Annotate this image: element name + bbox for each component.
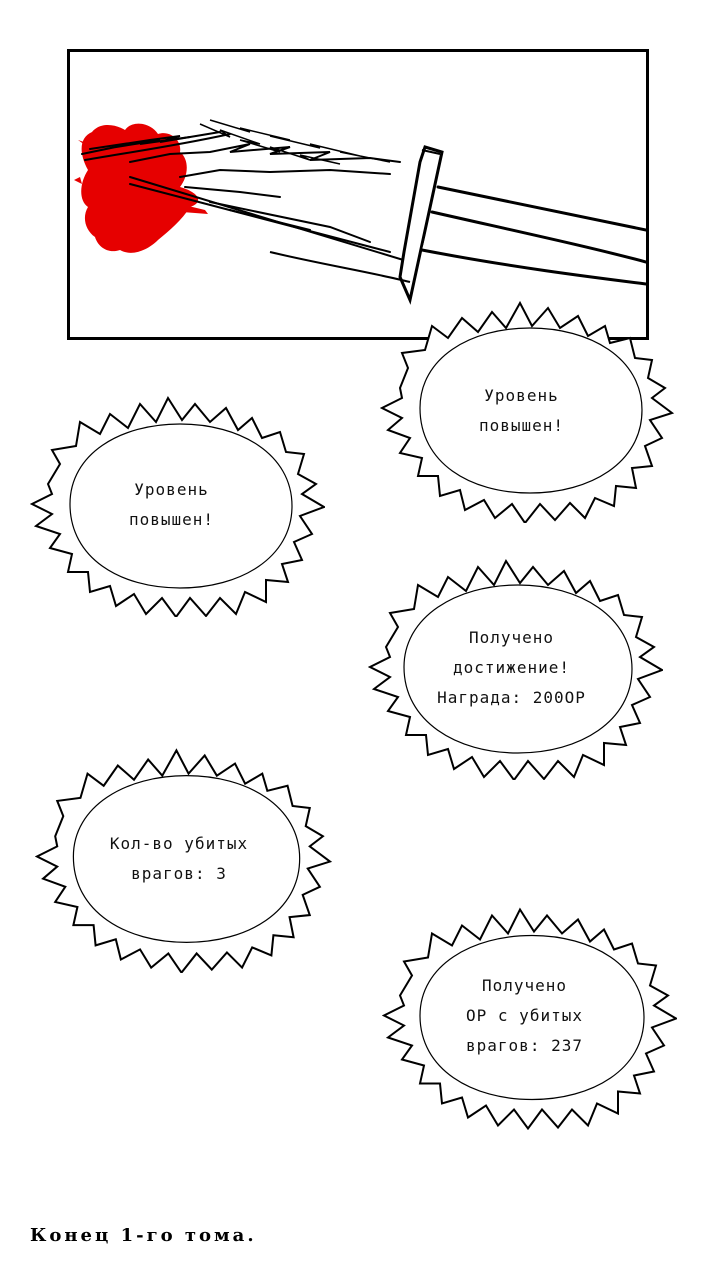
bubble-text: Получено ОР с убитых врагов: 237 <box>382 902 677 1130</box>
speech-bubble-level-up-1: Уровень повышен! <box>380 298 675 523</box>
bubble-text: Уровень повышен! <box>380 298 675 523</box>
bubble-text: Получено достижение! Награда: 200ОР <box>368 555 663 780</box>
sword-guard <box>398 145 444 305</box>
speech-bubble-level-up-2: Уровень повышен! <box>30 392 325 617</box>
bubble-line: Получено <box>481 976 568 995</box>
bubble-line: Кол-во убитых <box>109 834 249 853</box>
bubble-line: повышен! <box>128 509 215 529</box>
bubble-line: ОР с убитых <box>466 1006 583 1025</box>
spiky-bubble-outline <box>368 558 663 780</box>
bubble-line: достижение! <box>453 657 570 677</box>
bubble-line: Уровень <box>484 385 559 405</box>
bubble-text: Уровень повышен! <box>30 392 325 617</box>
bubble-line: врагов: 237 <box>466 1036 583 1055</box>
speech-bubble-op-reward: Получено ОР с убитых врагов: 237 <box>382 902 677 1130</box>
speech-bubble-kill-count: Кол-во убитых врагов: 3 <box>35 745 333 973</box>
bubble-line: Уровень <box>134 479 209 499</box>
volume-end-caption: Конец 1-го тома. <box>30 1225 257 1246</box>
bubble-line: повышен! <box>478 415 565 435</box>
bubble-line: Получено <box>468 627 555 647</box>
bubble-line: Награда: 200ОР <box>437 687 586 707</box>
bubble-line: врагов: 3 <box>131 864 227 883</box>
spiky-bubble-outline <box>382 907 677 1130</box>
sword-panel <box>67 49 649 340</box>
speech-bubble-achievement: Получено достижение! Награда: 200ОР <box>368 555 663 780</box>
spiky-bubble-outline <box>35 748 333 973</box>
spiky-bubble-outline <box>380 300 675 523</box>
sword-illustration <box>74 119 646 305</box>
spiky-bubble-outline <box>30 395 325 617</box>
bubble-text: Кол-во убитых врагов: 3 <box>35 745 333 973</box>
